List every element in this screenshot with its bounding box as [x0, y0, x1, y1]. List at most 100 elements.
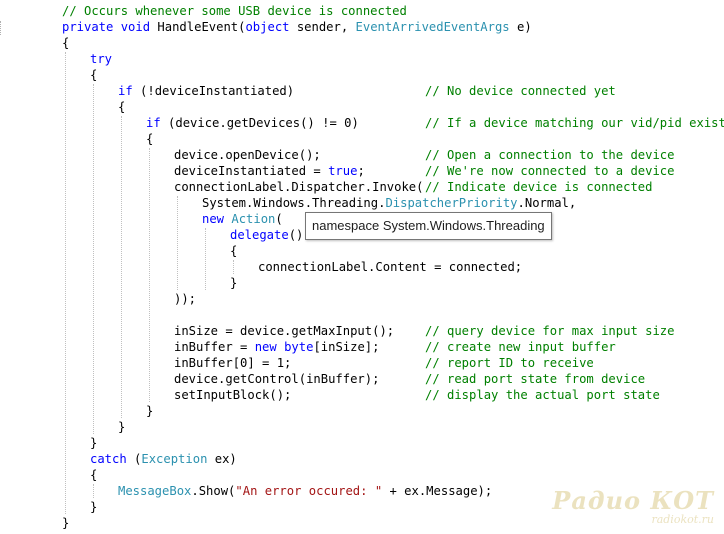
code-token: inBuffer[0] = 1;	[174, 356, 292, 370]
code-line-text: {	[90, 67, 97, 83]
code-token: ;	[357, 164, 365, 178]
code-line[interactable]	[0, 307, 724, 323]
code-comment: // Indicate device is connected	[425, 180, 653, 194]
watermark-logo: Радио КОТ radiokot.ru	[552, 488, 714, 526]
code-token: inSize = device.getMaxInput();	[174, 324, 395, 338]
code-line[interactable]: new Action(	[0, 211, 724, 227]
indent-guide	[177, 196, 178, 290]
code-token: try	[90, 52, 113, 66]
code-line[interactable]: {	[0, 131, 724, 147]
code-line[interactable]: {	[0, 35, 724, 51]
code-line[interactable]: try	[0, 51, 724, 67]
code-line-text: connectionLabel.Dispatcher.Invoke(	[174, 179, 423, 195]
code-line-text: new Action(	[202, 211, 283, 227]
code-line[interactable]: }	[0, 275, 724, 291]
code-token: Action	[231, 212, 276, 226]
code-line-text: device.openDevice();	[174, 147, 321, 163]
code-token: new	[254, 340, 277, 354]
code-token: device.getControl(inBuffer);	[174, 372, 380, 386]
watermark-site: radiokot.ru	[651, 513, 714, 526]
code-line[interactable]: if (!deviceInstantiated) // No device con…	[0, 83, 724, 99]
code-comment: // report ID to receive	[425, 356, 594, 370]
code-token: (!deviceInstantiated)	[132, 84, 295, 98]
code-line-text: MessageBox.Show("An error occured: " + e…	[118, 483, 492, 499]
code-line[interactable]: delegate()	[0, 227, 724, 243]
watermark-title: Радио КОТ	[552, 486, 714, 515]
code-token: {	[90, 68, 98, 82]
code-token	[113, 20, 120, 34]
code-line[interactable]: }	[0, 499, 724, 515]
code-token: private	[62, 20, 114, 34]
code-line[interactable]: setInputBlock();// display the actual po…	[0, 387, 724, 403]
code-line[interactable]: catch (Exception ex)	[0, 451, 724, 467]
code-token: ));	[174, 292, 197, 306]
code-token: void	[120, 20, 151, 34]
code-line[interactable]: connectionLabel.Dispatcher.Invoke(// Ind…	[0, 179, 724, 195]
code-line-text: ));	[174, 291, 196, 307]
code-line[interactable]: }	[0, 515, 724, 531]
code-token: object	[245, 20, 290, 34]
code-line[interactable]: device.getControl(inBuffer); // read port…	[0, 371, 724, 387]
code-comment: // create new input buffer	[425, 340, 616, 354]
code-token: }	[90, 500, 98, 514]
code-line[interactable]: System.Windows.Threading.DispatcherPrior…	[0, 195, 724, 211]
code-line[interactable]: device.openDevice();// Open a connection…	[0, 147, 724, 163]
code-editor[interactable]: // Occurs whenever some USB device is co…	[0, 3, 724, 531]
indent-guide	[93, 84, 94, 434]
code-line[interactable]: {	[0, 243, 724, 259]
code-line-text: deviceInstantiated = true;	[174, 163, 365, 179]
code-token: (	[275, 212, 283, 226]
code-line[interactable]: connectionLabel.Content = connected;	[0, 259, 724, 275]
code-token: byte	[284, 340, 314, 354]
indent-guide	[93, 484, 94, 498]
code-line[interactable]: inSize = device.getMaxInput();// query d…	[0, 323, 724, 339]
code-line[interactable]: inBuffer[0] = 1; // report ID to receive	[0, 355, 724, 371]
indent-guide	[149, 148, 150, 402]
code-line-text: private void HandleEvent(object sender, …	[62, 19, 532, 35]
code-line[interactable]: // Occurs whenever some USB device is co…	[0, 3, 724, 19]
indent-guide	[121, 116, 122, 418]
code-token: if	[146, 116, 161, 130]
code-token: connectionLabel.Content = connected;	[258, 260, 523, 274]
code-token	[277, 340, 284, 354]
code-token: delegate	[230, 228, 289, 242]
code-token: deviceInstantiated =	[174, 164, 329, 178]
code-line-text: connectionLabel.Content = connected;	[258, 259, 522, 275]
code-token: ()	[288, 228, 304, 242]
code-line[interactable]: }	[0, 435, 724, 451]
code-token: inBuffer =	[174, 340, 255, 354]
code-line[interactable]: }	[0, 419, 724, 435]
code-line[interactable]: ));	[0, 291, 724, 307]
code-line[interactable]: deviceInstantiated = true; // We're now c…	[0, 163, 724, 179]
code-comment: // read port state from device	[425, 372, 646, 386]
code-line[interactable]: {	[0, 467, 724, 483]
code-line[interactable]: {	[0, 99, 724, 115]
code-line-text: {	[90, 467, 97, 483]
code-token: DispatcherPriority	[385, 196, 518, 210]
code-line-text: if (device.getDevices() != 0)	[146, 115, 359, 131]
code-token: "An error occured: "	[235, 484, 383, 498]
code-line-text: }	[118, 419, 125, 435]
code-token: connectionLabel.Dispatcher.Invoke(	[174, 180, 424, 194]
code-token: ex)	[207, 452, 237, 466]
code-comment: // No device connected yet	[425, 84, 616, 98]
code-token: [inSize];	[313, 340, 380, 354]
code-line[interactable]: }	[0, 403, 724, 419]
code-line-text: // Occurs whenever some USB device is co…	[62, 3, 407, 19]
indent-guide	[65, 52, 66, 514]
code-line-text: {	[146, 131, 153, 147]
code-comment: // display the actual port state	[425, 388, 660, 402]
code-token: if	[118, 84, 133, 98]
code-line[interactable]: MessageBox.Show("An error occured: " + e…	[0, 483, 724, 499]
code-line[interactable]: if (device.getDevices() != 0)// If a dev…	[0, 115, 724, 131]
code-comment: // We're now connected to a device	[425, 164, 675, 178]
code-line-text: try	[90, 51, 112, 67]
code-line-text: }	[62, 515, 69, 531]
code-token: }	[146, 404, 154, 418]
code-line[interactable]: inBuffer = new byte[inSize]; // create ne…	[0, 339, 724, 355]
code-line[interactable]: private void HandleEvent(object sender, …	[0, 19, 724, 35]
code-line-text: inSize = device.getMaxInput();	[174, 323, 394, 339]
code-token: true	[328, 164, 358, 178]
code-line[interactable]: {	[0, 67, 724, 83]
code-line-text: device.getControl(inBuffer);	[174, 371, 379, 387]
